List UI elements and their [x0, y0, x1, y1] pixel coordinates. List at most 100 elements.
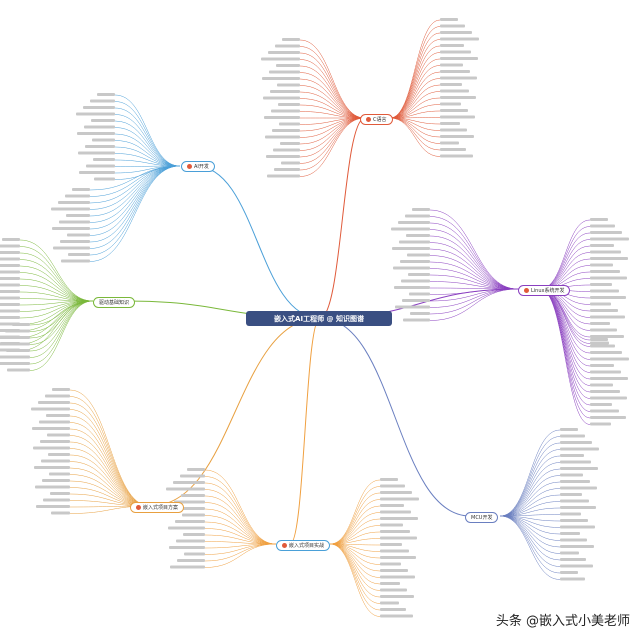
leaf-node	[440, 135, 474, 138]
leaf-node	[560, 577, 585, 581]
connector-line	[389, 58, 441, 119]
connector-line	[389, 117, 441, 131]
leaf-node	[440, 148, 466, 151]
leaf-node	[40, 440, 70, 443]
connector-line	[319, 317, 471, 517]
watermark: 头条 @嵌入式小美老师	[495, 614, 630, 629]
connector-line	[319, 117, 366, 319]
leaf-node	[90, 99, 115, 103]
connector-line	[299, 117, 366, 158]
leaf-node	[45, 394, 70, 398]
branch-linux[interactable]: Linux系统开发	[518, 285, 571, 296]
branch-label: AI开发	[194, 164, 209, 170]
leaf-node	[440, 89, 469, 93]
connector-line	[299, 78, 366, 119]
leaf-node	[410, 312, 430, 315]
connector-line	[329, 479, 381, 545]
leaf-node	[380, 614, 413, 618]
connector-line	[389, 39, 441, 119]
leaf-node	[93, 158, 115, 161]
connector-line	[204, 476, 277, 545]
leaf-node	[79, 171, 115, 174]
leaf-node	[590, 322, 610, 325]
leaf-node	[560, 558, 586, 561]
connector-line	[114, 114, 181, 167]
connector-line	[539, 226, 591, 290]
leaf-node	[590, 344, 615, 348]
leaf-node	[380, 491, 412, 494]
leaf-node	[408, 273, 430, 276]
connector-line	[389, 84, 441, 119]
connector-line	[204, 482, 277, 545]
connector-line	[389, 52, 441, 119]
branch-proj[interactable]: 嵌入式项目方案	[130, 502, 185, 513]
branch-driver[interactable]: 驱动基础知识	[93, 297, 136, 308]
leaf-node	[12, 323, 30, 326]
branch-emb[interactable]: 嵌入式项目实战	[276, 540, 331, 551]
leaf-node	[276, 64, 300, 67]
leaf-node	[380, 575, 415, 579]
connector-line	[299, 91, 366, 119]
leaf-node	[266, 155, 300, 158]
leaf-node	[380, 601, 399, 605]
connector-line	[204, 521, 277, 545]
leaf-node	[590, 357, 629, 361]
leaf-node	[60, 240, 90, 243]
connector-line	[69, 389, 151, 507]
leaf-node	[440, 70, 470, 73]
connector-line	[429, 242, 519, 290]
branch-mcu[interactable]: MCU开发	[465, 512, 499, 523]
leaf-node	[380, 562, 401, 566]
connector-line	[329, 518, 381, 545]
leaf-node	[394, 286, 430, 289]
leaf-node	[176, 539, 205, 543]
leaf-node	[380, 595, 414, 598]
connector-line	[299, 39, 366, 119]
connector-line	[539, 239, 591, 290]
leaf-node	[590, 351, 622, 354]
branch-c[interactable]: C语言	[360, 114, 393, 125]
leaf-node	[272, 129, 300, 132]
leaf-node	[560, 571, 578, 574]
leaf-node	[0, 251, 20, 254]
leaf-node	[279, 122, 300, 126]
leaf-node	[398, 221, 430, 224]
leaf-node	[590, 270, 620, 273]
leaf-node	[590, 328, 617, 332]
connector-line	[539, 288, 591, 373]
leaf-node	[61, 259, 90, 263]
connector-line	[194, 165, 321, 319]
leaf-node	[590, 403, 612, 406]
leaf-node	[41, 459, 70, 463]
branch-label: MCU开发	[471, 515, 493, 521]
connector-line	[204, 489, 277, 545]
leaf-node	[47, 433, 70, 437]
leaf-node	[168, 526, 205, 530]
leaf-node	[274, 168, 300, 171]
central-topic[interactable]: 嵌入式AI工程师 @ 知识图谱	[246, 311, 392, 326]
connector-line	[429, 235, 519, 290]
leaf-node	[76, 112, 115, 116]
connector-line	[389, 78, 441, 119]
branch-ai[interactable]: AI开发	[181, 161, 215, 172]
connector-line	[204, 508, 277, 545]
leaf-node	[7, 368, 30, 372]
connector-line	[499, 481, 561, 517]
leaf-node	[0, 257, 20, 261]
connector-line	[69, 396, 151, 507]
leaf-node	[560, 519, 588, 522]
leaf-node	[2, 238, 20, 241]
leaf-node	[590, 396, 627, 400]
leaf-node	[590, 315, 625, 319]
connector-line	[29, 300, 94, 352]
leaf-node	[85, 145, 115, 148]
connector-line	[299, 117, 366, 145]
connector-line	[289, 317, 321, 545]
leaf-node	[380, 523, 403, 527]
leaf-node	[282, 38, 300, 41]
connector-line	[429, 216, 519, 290]
leaf-node	[590, 296, 626, 299]
leaf-node	[560, 454, 584, 457]
leaf-node	[0, 303, 20, 306]
leaf-node	[590, 289, 619, 293]
